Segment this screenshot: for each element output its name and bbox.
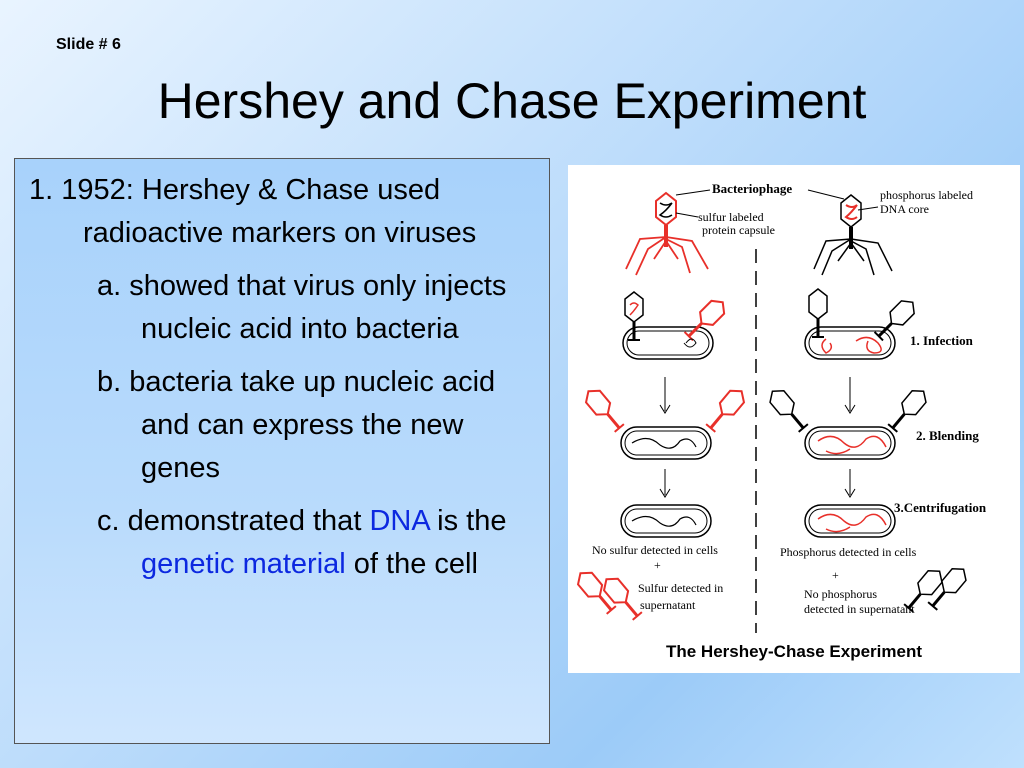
phosphorus-label-line1: phosphorus labeled [880, 188, 973, 202]
right-infection-cell [804, 287, 921, 360]
bullet-1c-suffix: of the cell [345, 548, 478, 580]
bullet-1a: a. showed that virus only injects nuclei… [97, 270, 507, 345]
step-2-label: 2. Blending [916, 428, 979, 443]
right-result-line1: Phosphorus detected in cells [780, 545, 917, 559]
left-result-line1: No sulfur detected in cells [592, 543, 718, 557]
diagram-caption: The Hershey-Chase Experiment [666, 642, 922, 661]
left-blending-cell [580, 383, 750, 460]
slide-number: Slide # 6 [56, 36, 121, 53]
bullet-1c-prefix: c. demonstrated that [97, 505, 370, 537]
bullet-1c-mid: is the [429, 505, 507, 537]
left-centrifuge-cell [620, 504, 712, 538]
right-result-plus: + [832, 568, 839, 582]
phosphorus-label-line2: DNA core [880, 202, 929, 216]
bullet-1: 1. 1952: Hershey & Chase used radioactiv… [29, 174, 477, 249]
red-bacteriophage-icon [625, 191, 709, 276]
right-blending-cell [764, 383, 932, 460]
black-bacteriophage-icon [813, 194, 893, 276]
diagram-svg: Bacteriophage sulfur labeled protein cap… [572, 181, 987, 661]
right-result-line3: detected in supernatant [804, 602, 915, 616]
left-result-plus: + [654, 558, 661, 572]
step-1-label: 1. Infection [910, 333, 974, 348]
right-result-line2: No phosphorus [804, 587, 877, 601]
bullet-1b: b. bacteria take up nucleic acid and can… [97, 366, 496, 484]
right-centrifuge-cell [804, 504, 896, 538]
left-result-line2: Sulfur detected in [638, 581, 723, 595]
highlight-dna: DNA [369, 505, 430, 537]
step-3-label: 3.Centrifugation [894, 500, 987, 515]
free-red-phages-icon [572, 565, 646, 624]
left-result-line3: supernatant [640, 598, 696, 612]
content-box: 1. 1952: Hershey & Chase used radioactiv… [14, 158, 550, 744]
bullet-1c: c. demonstrated that DNA is the genetic … [29, 500, 539, 586]
hershey-chase-diagram: Bacteriophage sulfur labeled protein cap… [568, 165, 1020, 673]
left-infection-cell [622, 290, 731, 360]
slide-title: Hershey and Chase Experiment [157, 73, 867, 129]
bacteriophage-label: Bacteriophage [712, 181, 792, 196]
sulfur-label-line2: protein capsule [702, 223, 775, 237]
sulfur-label-line1: sulfur labeled [698, 210, 764, 224]
free-black-phages-icon [900, 561, 972, 616]
highlight-genetic-material: genetic material [141, 548, 346, 580]
